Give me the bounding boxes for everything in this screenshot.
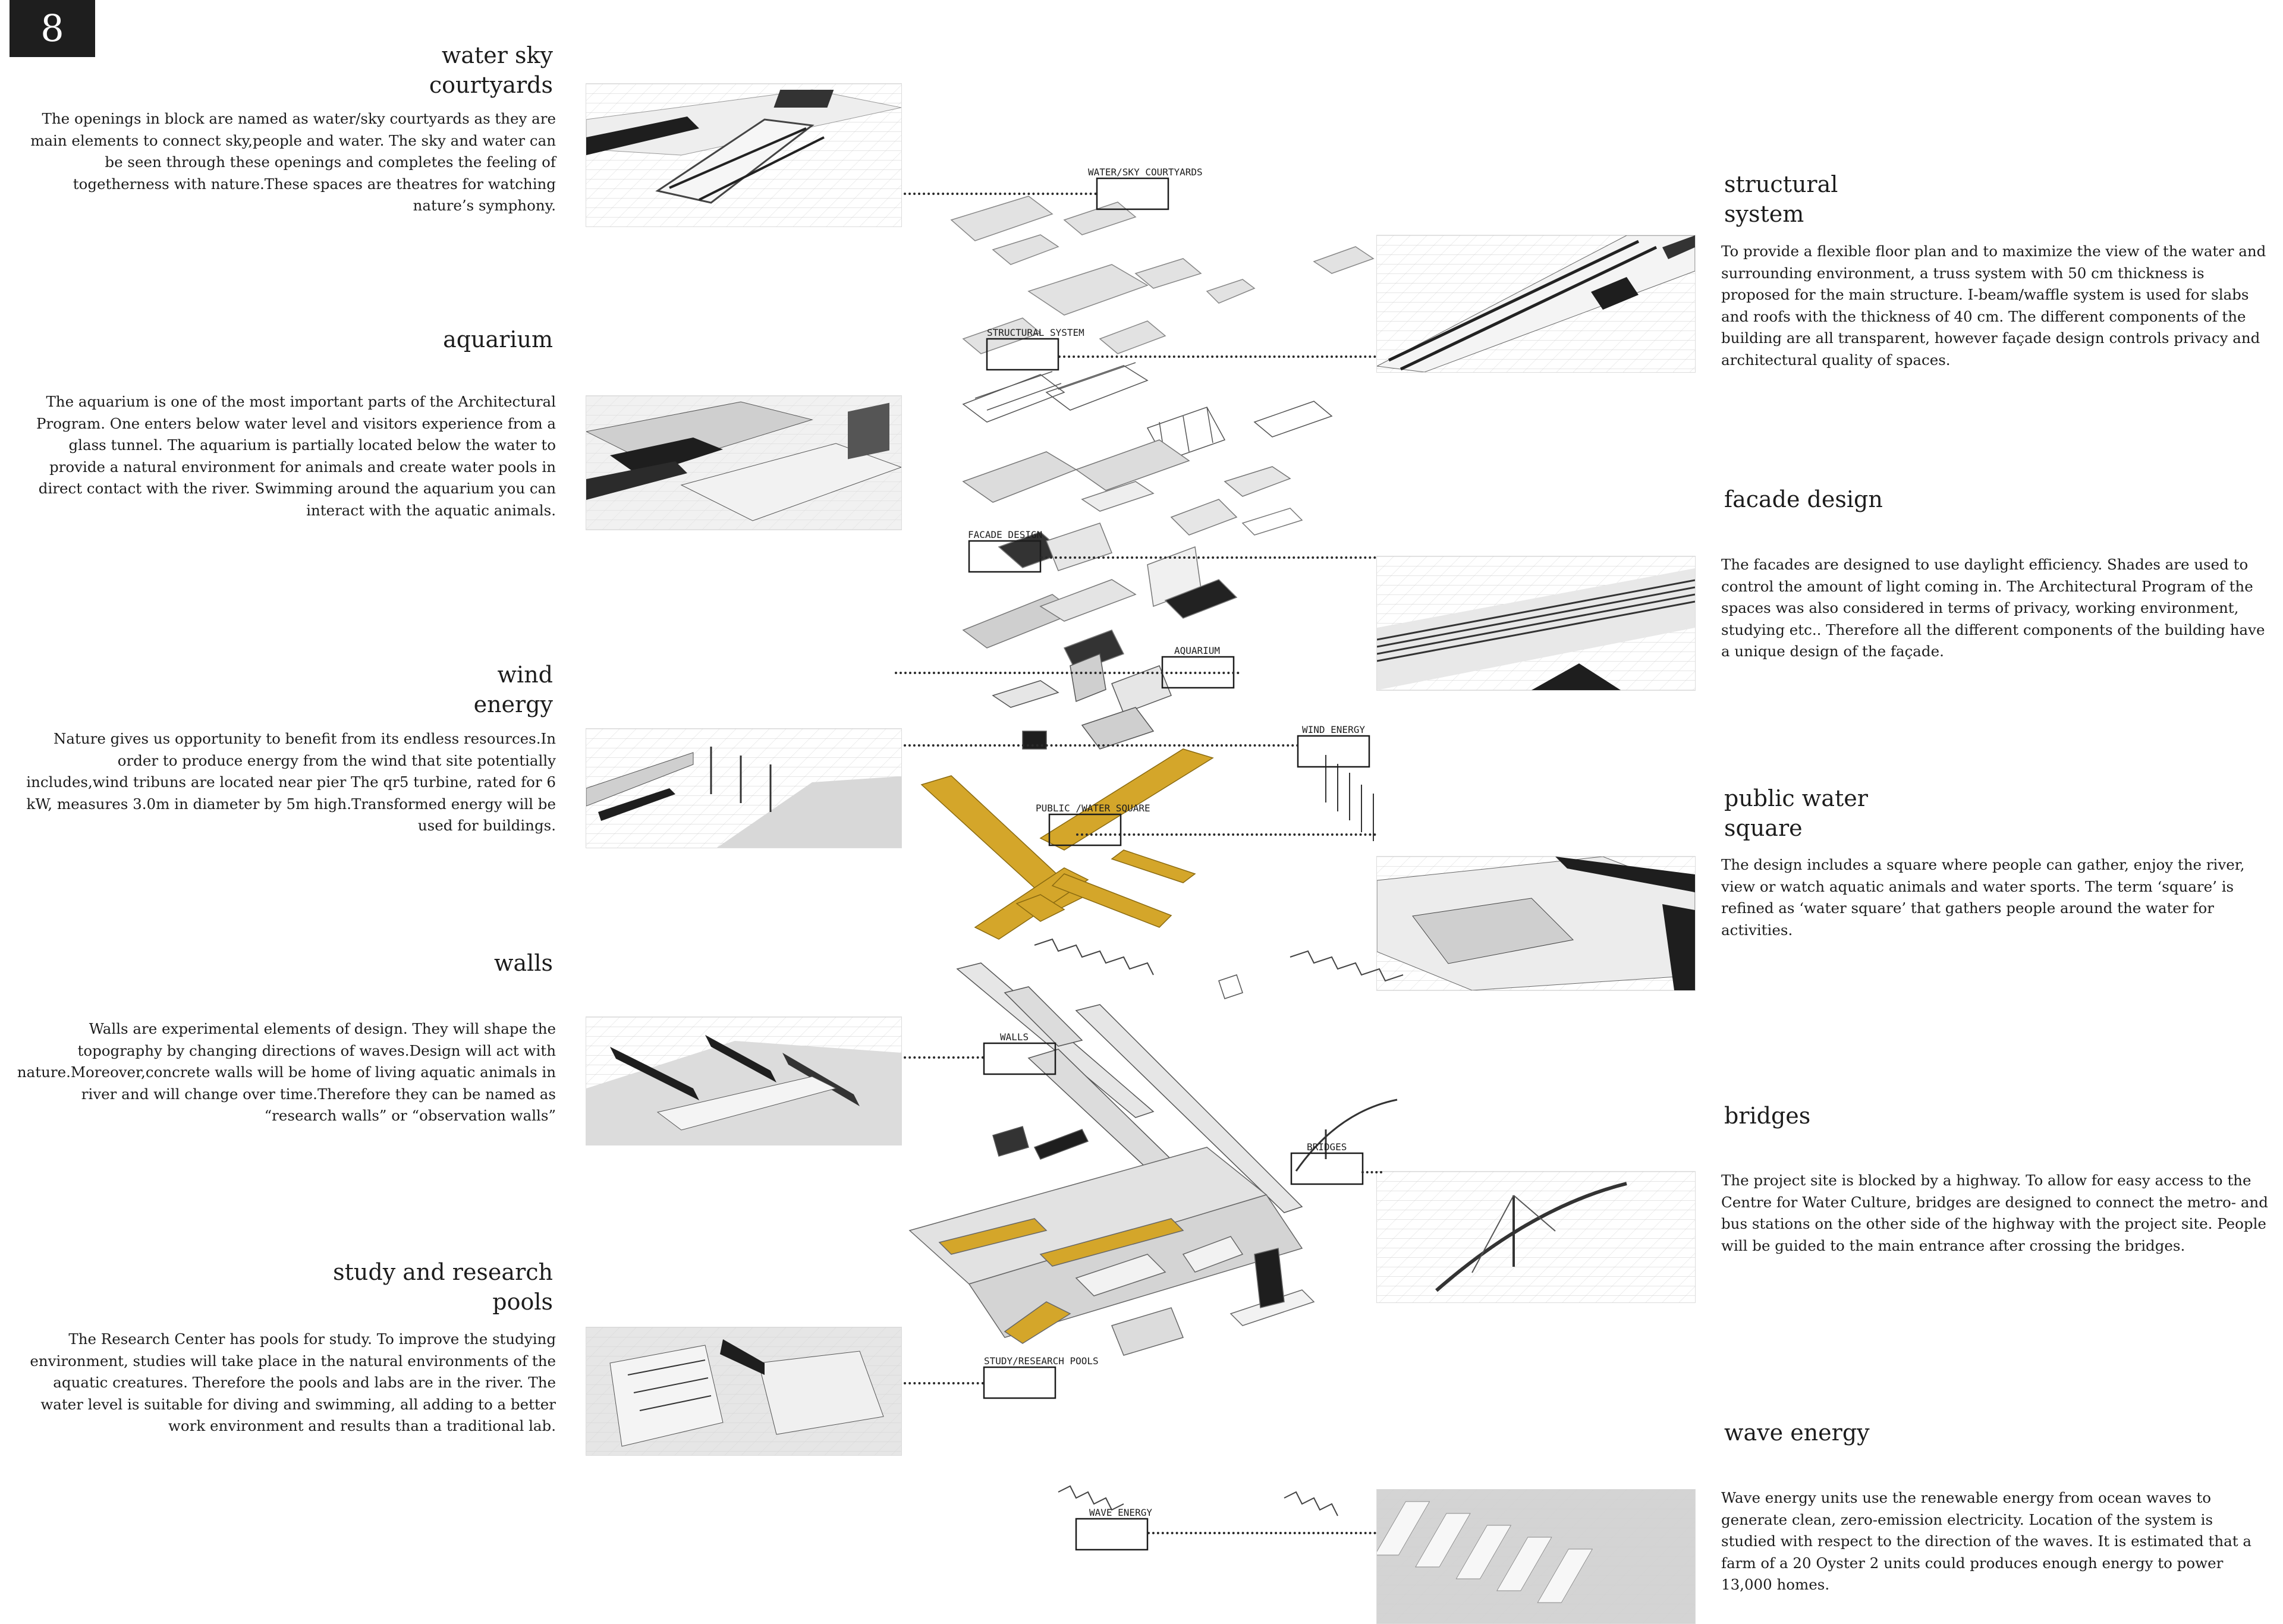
leader-walls [904,1056,984,1059]
leader-public-square [1076,833,1376,836]
floor-slabs [962,439,1303,672]
leader-wind-left [904,744,1299,747]
bridges-detail-image [1376,1171,1696,1303]
public-water-square [920,748,1214,940]
callout-label-aquarium: AQUARIUM [1174,645,1220,656]
wind-energy-title: wind energy [473,662,553,717]
leader-study-pools [904,1382,984,1384]
callout-label-wave: WAVE ENERGY [1089,1507,1152,1518]
callout-box-structural [986,338,1059,371]
study-pools-detail-image [586,1327,902,1456]
aquarium-title: aquarium [443,326,553,353]
callout-label-structural: STRUCTURAL SYSTEM [987,327,1084,338]
callout-box-wind [1297,735,1370,768]
roof-slabs [950,196,1375,354]
leader-water-sky [904,193,1097,195]
wind-turbines [1325,755,1374,841]
callout-box-study-pools [983,1366,1056,1399]
facade-title: facade design [1724,486,1883,512]
walls-title: walls [494,950,553,976]
wind-energy-detail-image [586,728,902,848]
callout-label-walls: WALLS [1000,1031,1029,1043]
structural-detail-image [1376,235,1696,373]
wind-energy-body: Nature gives us opportunity to benefit f… [26,730,556,834]
walls-detail-image [586,1016,902,1145]
wave-energy-units [1058,1485,1338,1516]
callout-box-wave [1075,1518,1149,1551]
callout-box-water-sky [1096,177,1169,210]
facade-body: The facades are designed to use daylight… [1721,556,2265,660]
callout-box-public-square [1048,813,1122,846]
facade-detail-image [1376,556,1696,691]
structural-title: structural system [1724,171,1838,227]
leader-facade [1040,556,1376,559]
bridges-title: bridges [1724,1103,1811,1129]
aquarium-body: The aquarium is one of the most importan… [36,393,556,519]
wave-energy-title: wave energy [1724,1420,1870,1446]
callout-label-public-square: PUBLIC /WATER SQUARE [1036,802,1150,814]
aquarium-detail-image [586,395,902,530]
bridge-element [1295,1099,1398,1172]
callout-box-walls [983,1042,1056,1075]
leader-structural [1058,355,1376,358]
leader-aquarium [895,672,1240,674]
water-sky-title: water sky courtyards [429,42,553,98]
callout-label-facade: FACADE DESIGN [968,529,1042,540]
callout-box-bridges [1290,1152,1364,1185]
public-square-body: The design includes a square where peopl… [1721,856,2245,939]
leader-bridges [1361,1171,1382,1173]
bridges-body: The project site is blocked by a highway… [1721,1172,2268,1254]
exploded-axonometric-diagram: WATER/SKY COURTYARDS STRUCTURAL SYSTEM F… [908,166,1404,1551]
callout-label-bridges: BRIDGES [1307,1141,1347,1153]
study-pools-title: study and research pools [333,1259,553,1315]
wave-chevron-rows [1034,938,1404,982]
walls-elements [956,962,1303,1213]
water-sky-body: The openings in block are named as water… [30,110,556,214]
wave-energy-body: Wave energy units use the renewable ener… [1721,1489,2251,1593]
walls-body: Walls are experimental elements of desig… [17,1020,556,1124]
leader-wave [1147,1532,1376,1534]
aquarium-element [992,653,1172,750]
callouts [968,177,1370,1551]
public-square-title: public water square [1724,785,1868,841]
structural-grids [962,362,1333,461]
callout-label-wind: WIND ENERGY [1302,724,1365,735]
study-pools-body: The Research Center has pools for study.… [30,1330,556,1434]
page-number-badge: 8 [10,0,95,57]
structural-body: To provide a flexible floor plan and to … [1721,243,2266,369]
study-pools-base [908,1147,1315,1356]
callout-label-water-sky: WATER/SKY COURTYARDS [1088,166,1203,178]
water-sky-detail-image [586,83,902,227]
wave-energy-detail-image [1376,1489,1696,1624]
callout-label-study-pools: STUDY/RESEARCH POOLS [984,1355,1099,1367]
public-square-detail-image [1376,856,1696,991]
